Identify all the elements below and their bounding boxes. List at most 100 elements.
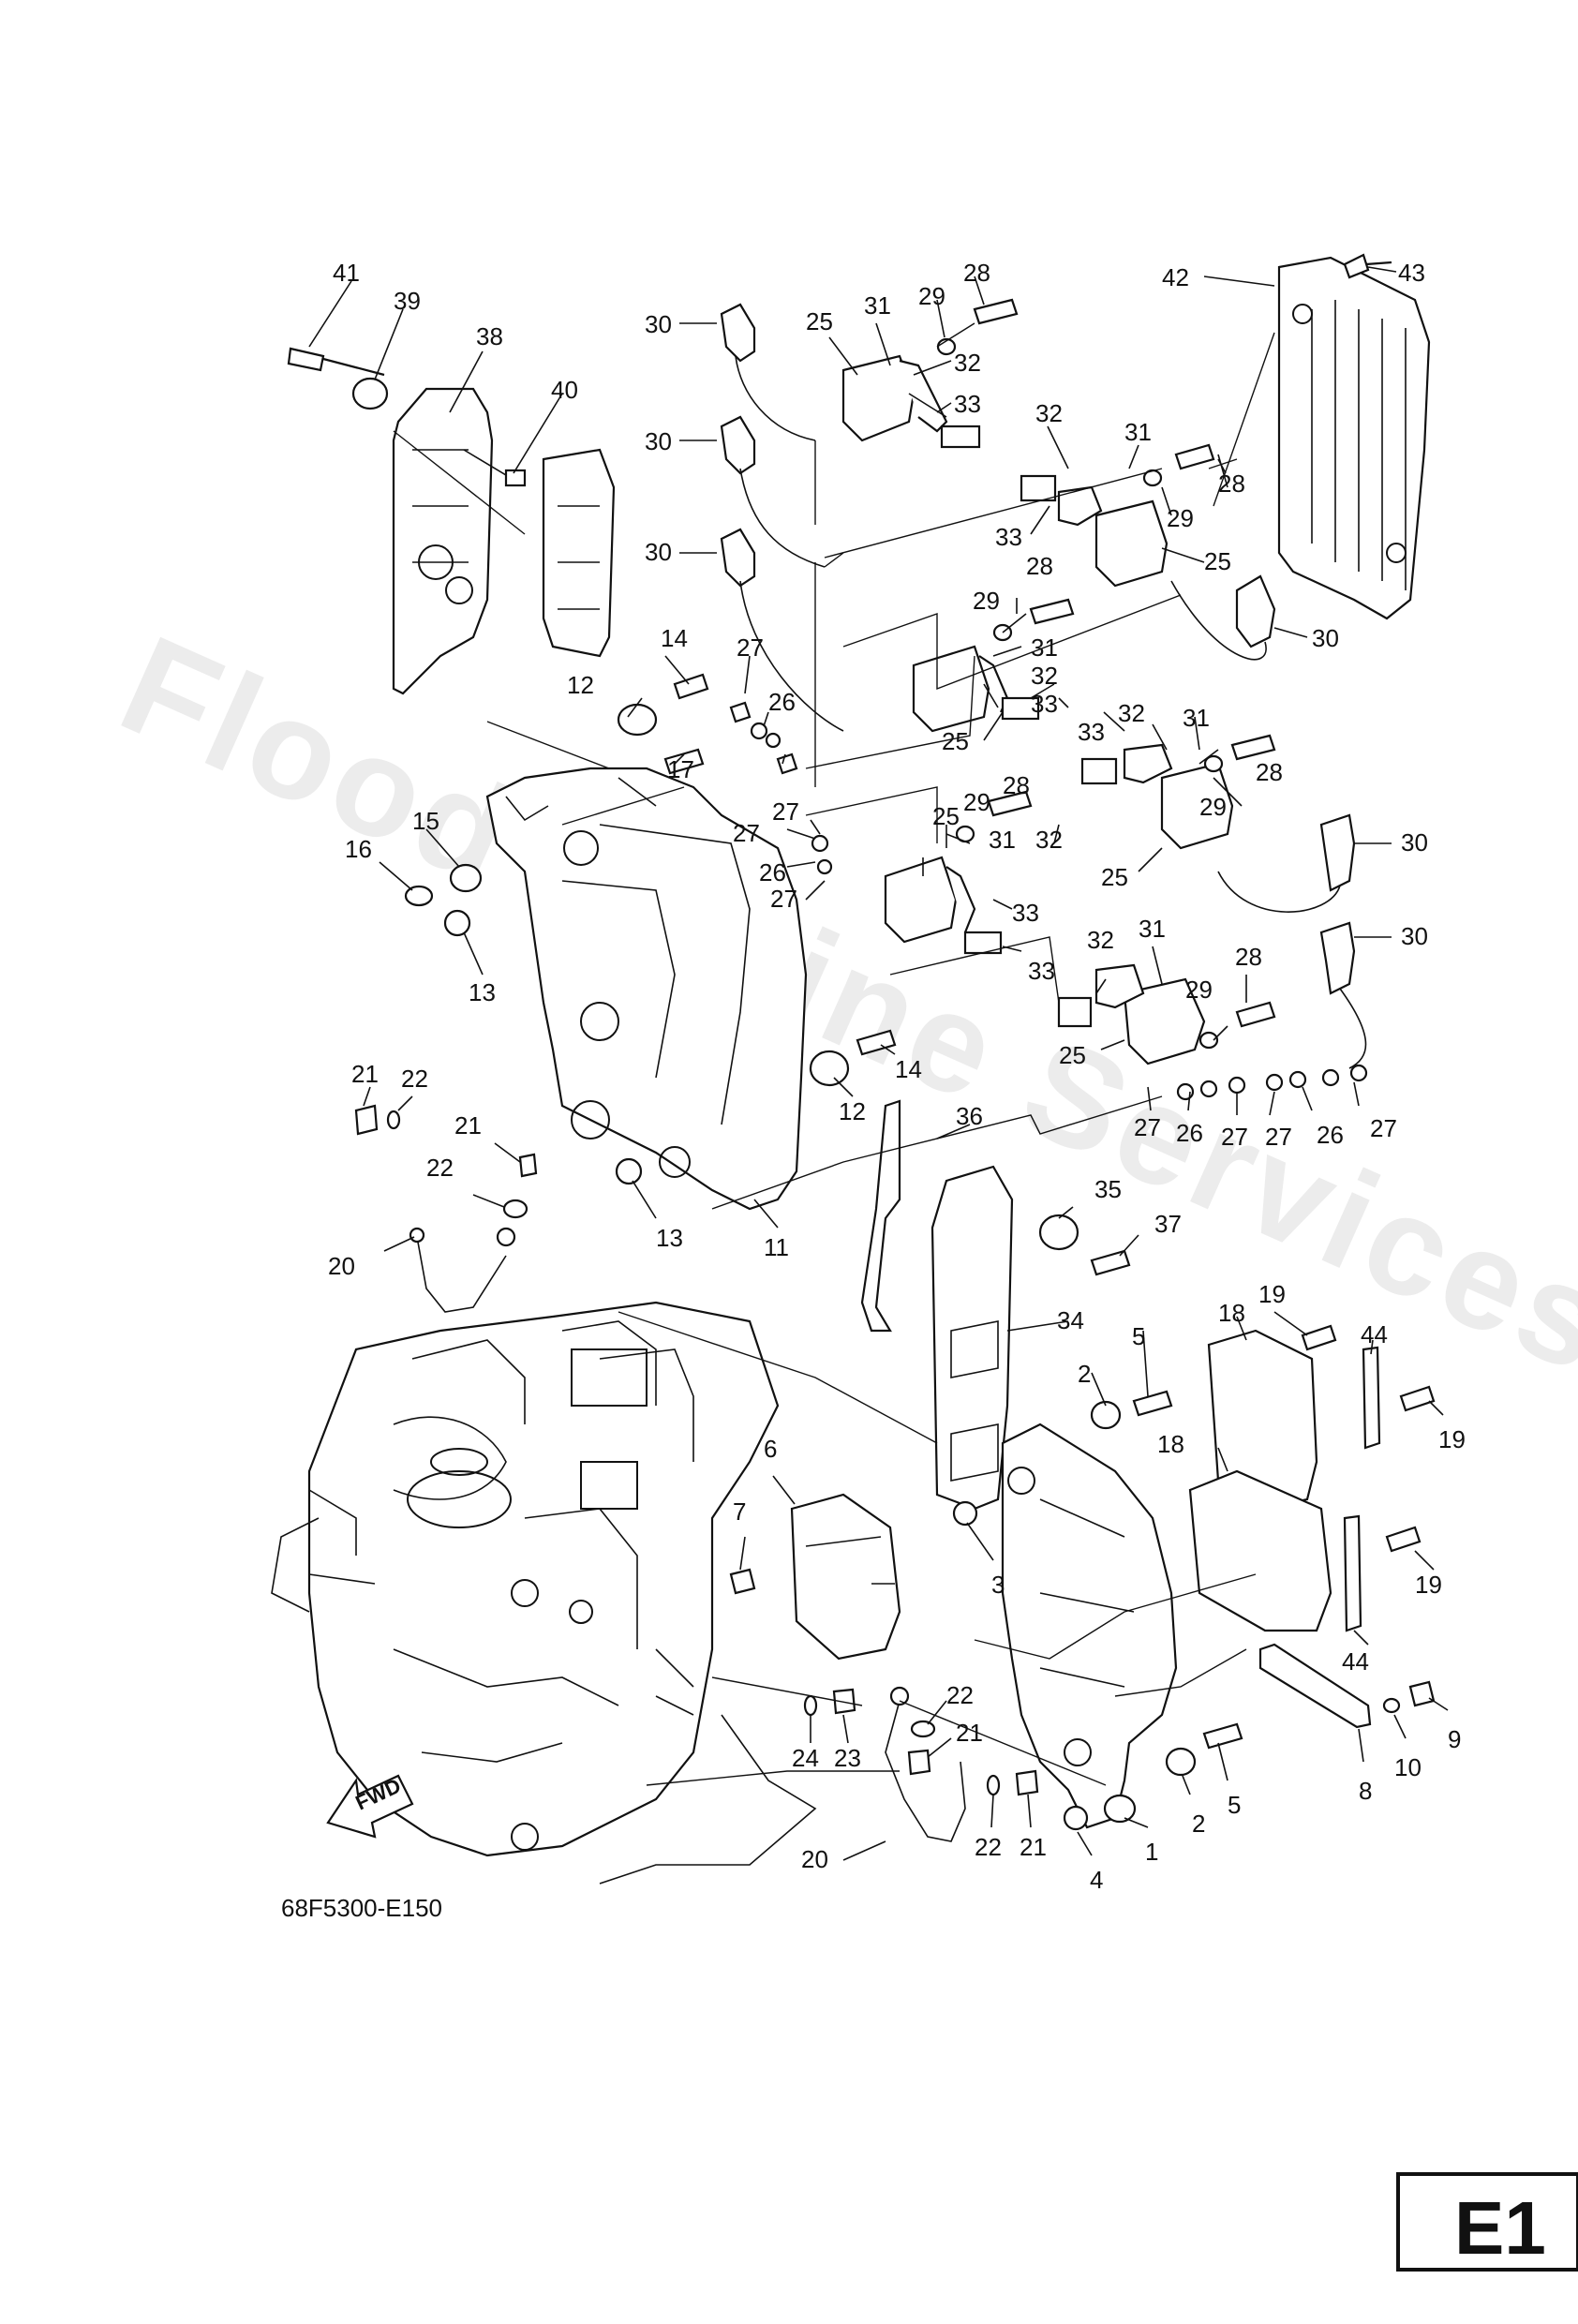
ignition-coil-group-5 [884, 856, 1003, 955]
washer-24 [803, 1694, 818, 1717]
callout-22a: 22 [401, 1065, 428, 1093]
bolt-28b [1174, 443, 1215, 470]
callout-26d: 26 [1317, 1121, 1344, 1149]
callout-2b: 2 [1192, 1810, 1205, 1838]
callout-21a: 21 [351, 1060, 379, 1088]
callout-26c: 26 [1176, 1119, 1203, 1147]
callout-14b: 14 [895, 1055, 922, 1083]
callout-15: 15 [412, 807, 439, 835]
bolt-23 [832, 1688, 856, 1715]
bolt-28d [1230, 734, 1276, 761]
callout-9: 9 [1448, 1725, 1461, 1753]
callout-29c: 29 [973, 587, 1000, 615]
callout-25c: 25 [942, 727, 969, 755]
callout-39: 39 [394, 287, 421, 315]
callout-25f: 25 [1059, 1041, 1086, 1069]
callout-13a: 13 [469, 978, 496, 1006]
callout-36: 36 [956, 1102, 983, 1130]
bolt-7 [729, 1568, 756, 1595]
leader-lines [308, 266, 1449, 1861]
callout-21c: 21 [956, 1719, 983, 1747]
forward-arrow: FWD [326, 1774, 414, 1839]
callout-7: 7 [733, 1497, 746, 1526]
callout-31d: 31 [1183, 704, 1210, 732]
exploded-parts-drawing: FWD [271, 253, 1436, 1885]
callout-5a: 5 [1132, 1322, 1145, 1350]
bolt-21a [354, 1104, 379, 1136]
callout-1: 1 [1145, 1838, 1158, 1866]
callout-6: 6 [764, 1435, 777, 1463]
grommet-12a [617, 703, 658, 737]
bolt-19c [1385, 1526, 1422, 1553]
bolt-21b [518, 1153, 538, 1178]
callout-30e: 30 [1401, 828, 1428, 857]
callout-30a: 30 [645, 310, 672, 338]
callout-8: 8 [1359, 1777, 1372, 1805]
callout-25a: 25 [806, 307, 833, 335]
callout-22d: 22 [975, 1833, 1002, 1861]
callout-27h: 27 [1370, 1114, 1397, 1142]
bracket-36 [860, 1099, 901, 1333]
callout-31c: 31 [1031, 633, 1058, 662]
plug-cap-30c [720, 528, 756, 588]
collar-16 [404, 885, 434, 907]
callout-33f: 33 [1028, 957, 1055, 985]
callout-28c: 28 [1026, 552, 1053, 580]
callout-32f: 32 [1087, 926, 1114, 954]
page-badge: E1 [1396, 2172, 1578, 2272]
callout-labels: 41 39 38 40 30 30 30 25 31 29 28 32 33 4… [328, 259, 1466, 1894]
callout-43: 43 [1398, 259, 1425, 287]
callout-32a: 32 [954, 349, 981, 377]
callout-24: 24 [792, 1744, 819, 1772]
callout-32c: 32 [1031, 662, 1058, 690]
callout-29b: 29 [1167, 504, 1194, 532]
washer-39 [351, 377, 389, 410]
callout-33d: 33 [1078, 718, 1105, 746]
callout-16: 16 [345, 835, 372, 863]
ground-wire-20b [885, 1700, 966, 1842]
callout-26a: 26 [768, 688, 796, 716]
callout-32d: 32 [1118, 699, 1145, 727]
plug-cap-30f [1319, 921, 1356, 995]
callout-25b: 25 [1204, 547, 1231, 575]
callout-27d: 27 [770, 885, 797, 913]
callout-19a: 19 [1258, 1280, 1286, 1308]
callout-22b: 22 [426, 1154, 454, 1182]
callout-30f: 30 [1401, 922, 1428, 950]
plug-cap-30a [720, 303, 756, 363]
bolt-14a [673, 673, 709, 700]
callout-11: 11 [764, 1233, 789, 1261]
callout-28a: 28 [963, 259, 990, 287]
callout-27e: 27 [1134, 1113, 1161, 1141]
callout-12a: 12 [567, 671, 594, 699]
bolt-13b [615, 1157, 643, 1185]
plug-cap-30d [1235, 574, 1276, 648]
callout-29e: 29 [963, 788, 990, 816]
bracket-44a [1362, 1346, 1381, 1450]
bracket-40 [542, 448, 616, 658]
callout-18a: 18 [1218, 1299, 1245, 1327]
bolt-37 [1090, 1249, 1131, 1276]
bolt-28c [1029, 598, 1075, 625]
bolt-28a [973, 298, 1019, 325]
callout-31f: 31 [1139, 915, 1166, 943]
callout-31a: 31 [864, 291, 891, 320]
bolt-28f [1235, 1001, 1276, 1028]
callout-37: 37 [1154, 1210, 1182, 1238]
callout-27f: 27 [1221, 1123, 1248, 1151]
callout-18b: 18 [1157, 1430, 1184, 1458]
callout-42: 42 [1162, 263, 1189, 291]
callout-3: 3 [991, 1571, 1005, 1599]
callout-21b: 21 [454, 1111, 482, 1140]
callout-2a: 2 [1078, 1360, 1091, 1388]
ignition-coil-group-6 [1057, 963, 1206, 1065]
cover-plate-42 [1277, 256, 1431, 620]
callout-35: 35 [1094, 1175, 1122, 1203]
callout-44b: 44 [1342, 1647, 1369, 1676]
callout-32b: 32 [1035, 399, 1063, 427]
bolt-5a [1132, 1390, 1173, 1417]
callout-30d: 30 [1312, 624, 1339, 652]
callout-31b: 31 [1124, 418, 1152, 446]
callout-31e: 31 [989, 826, 1016, 854]
